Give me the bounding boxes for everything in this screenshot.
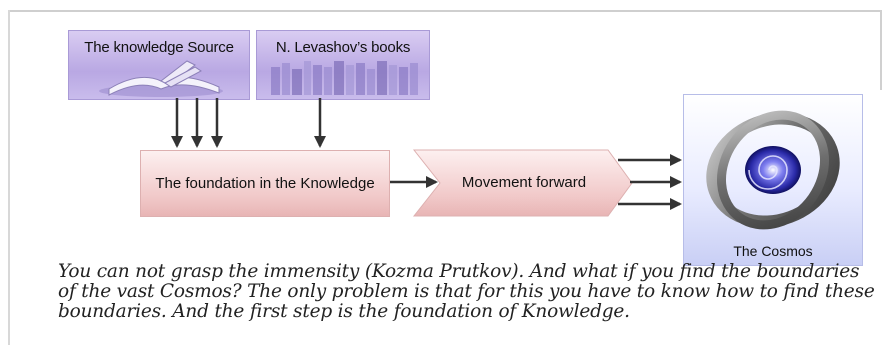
bookshelf-icon [271,61,418,95]
knowledge-source-label: The knowledge Source [84,39,234,56]
movement-forward-label: Movement forward [461,174,587,191]
levashov-books-box: N. Levashov’s books [256,30,430,100]
frame-top-border [8,10,882,12]
cosmos-spiral-icon [706,110,840,230]
knowledge-source-box: The knowledge Source [68,30,250,100]
open-book-icon [99,60,223,97]
quote-text: You can not grasp the immensity (Kozma P… [58,261,875,322]
cosmos-label: The Cosmos [733,243,813,259]
movement-chevron [412,149,633,217]
foundation-box: The foundation in the Knowledge [140,150,390,217]
cosmos-box: The Cosmos [683,94,863,266]
frame-right-border [880,10,882,90]
frame-left-border [8,10,10,345]
foundation-label: The foundation in the Knowledge [155,175,375,192]
levashov-books-label: N. Levashov’s books [275,39,411,56]
